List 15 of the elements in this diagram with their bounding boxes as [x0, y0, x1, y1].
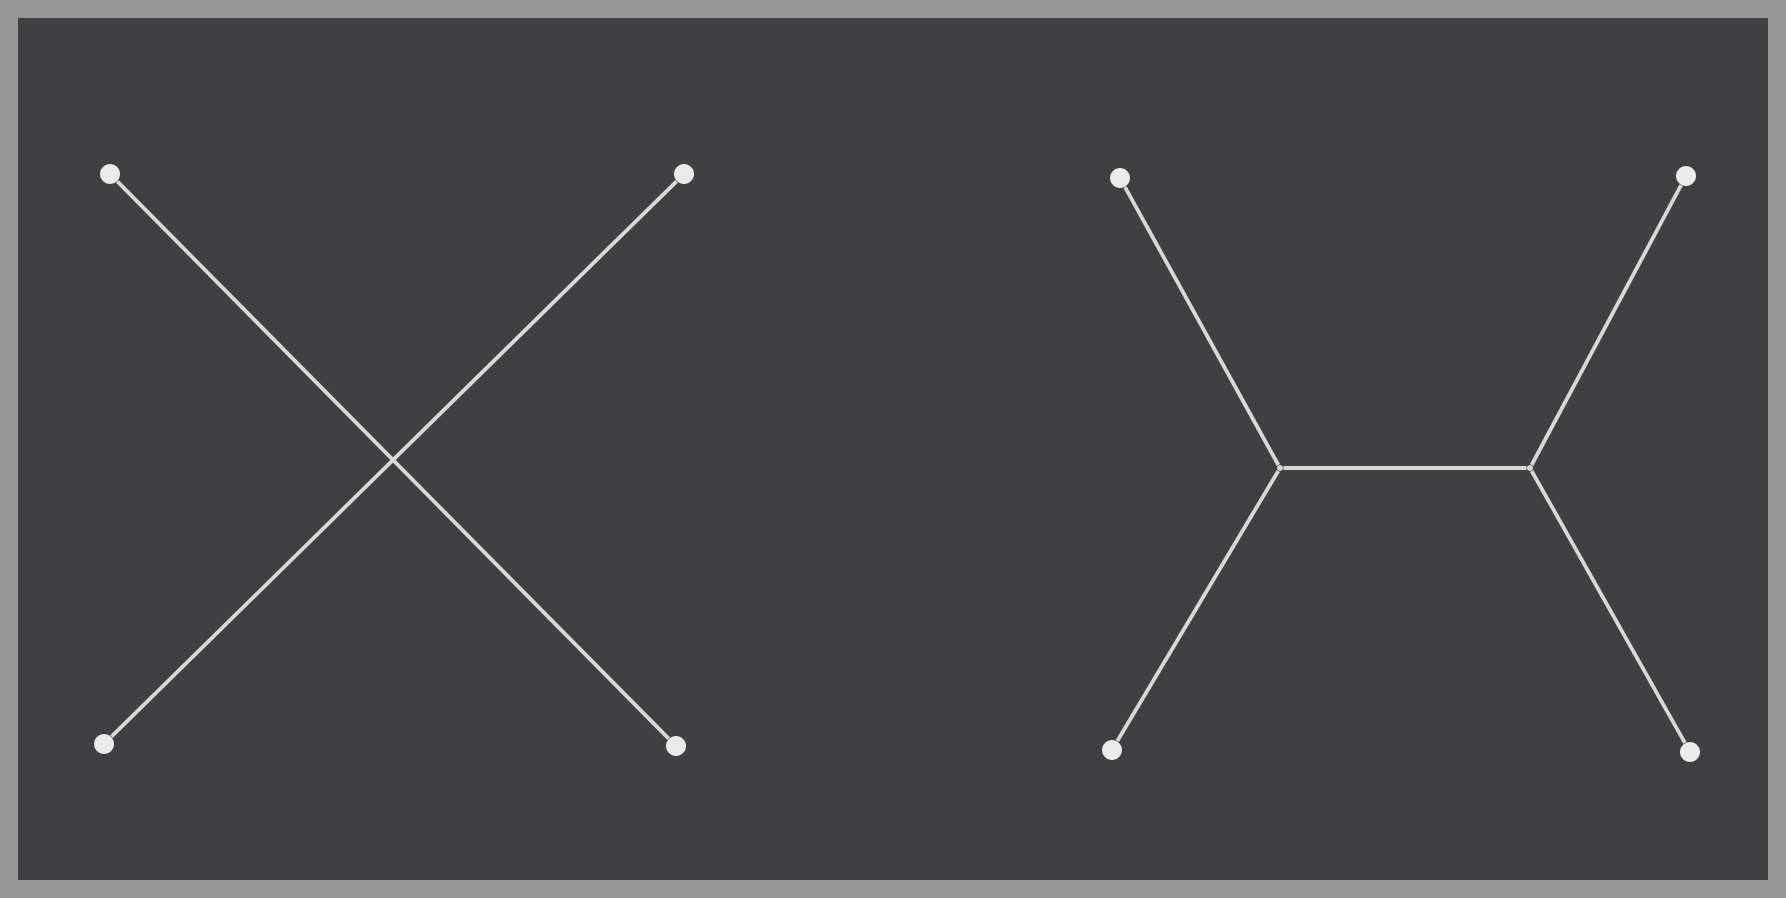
line-segment — [1123, 186, 1281, 466]
dot — [674, 164, 694, 184]
dot — [100, 164, 121, 184]
dot — [1676, 166, 1696, 186]
dot — [1102, 740, 1122, 760]
junction-point — [1277, 465, 1283, 471]
junction-point — [1527, 465, 1533, 471]
dot — [666, 736, 686, 756]
line-segment — [1283, 466, 1527, 470]
line-segment — [1530, 470, 1687, 744]
line-segment — [1529, 184, 1683, 466]
dot — [94, 734, 115, 754]
line-segment — [1115, 469, 1280, 742]
dot — [1110, 168, 1130, 188]
dot — [1680, 742, 1700, 762]
